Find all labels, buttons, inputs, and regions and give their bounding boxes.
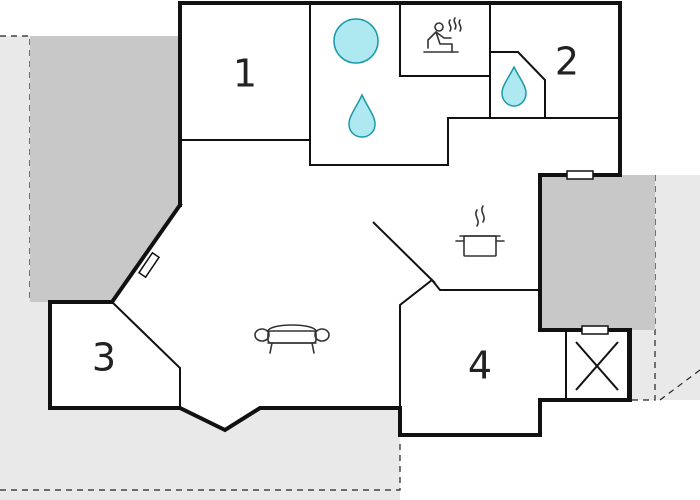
property-line-right xyxy=(630,175,656,401)
wall-room-3 xyxy=(111,301,181,408)
room-number-4: 4 xyxy=(468,344,492,388)
sauna-icon xyxy=(423,17,462,53)
wall-sauna xyxy=(399,3,490,77)
wall-shower-2-diag xyxy=(490,51,546,118)
covered-area-left xyxy=(30,36,180,302)
covered-areas xyxy=(30,36,655,330)
room-number-1: 1 xyxy=(233,52,257,96)
shower-drop-icon xyxy=(348,93,376,138)
wall-bath-block xyxy=(309,3,620,166)
window-right-top xyxy=(566,170,594,180)
property-line-corner xyxy=(659,369,700,401)
pool-icon xyxy=(333,18,379,64)
storage-cross xyxy=(575,341,619,391)
room-number-2: 2 xyxy=(555,40,579,84)
window-right-bottom xyxy=(581,325,609,335)
wall-kitchen-diag xyxy=(372,221,436,284)
property-lines xyxy=(0,35,700,491)
kitchen-pot-icon xyxy=(455,205,505,257)
shower-drop-icon xyxy=(501,65,527,107)
interior-walls xyxy=(111,3,629,408)
window-left xyxy=(137,251,161,279)
covered-area-right xyxy=(540,175,655,330)
room-number-3: 3 xyxy=(92,336,116,380)
windows xyxy=(137,170,609,335)
sofa-icon xyxy=(254,324,330,354)
wall-room-4 xyxy=(399,278,540,408)
property-line-bottom xyxy=(0,440,401,491)
outer-walls xyxy=(48,1,632,437)
house-floor xyxy=(50,3,630,435)
